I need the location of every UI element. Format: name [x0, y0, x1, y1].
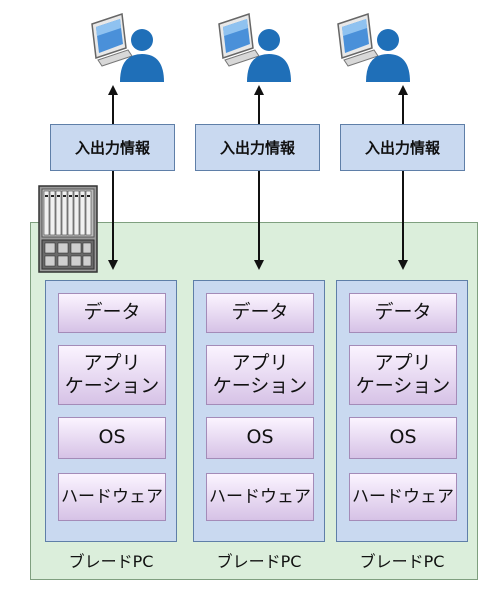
blade-pc-label: ブレードPC: [216, 552, 302, 571]
user-computer-icon: [211, 10, 296, 86]
io-info-box: 入出力情報: [340, 124, 465, 171]
hardware-layer: ハードウェア: [206, 473, 314, 521]
application-layer: アプリケーション: [349, 345, 457, 405]
blade-pc-label: ブレードPC: [359, 552, 445, 571]
application-layer: アプリケーション: [206, 345, 314, 405]
os-layer: OS: [349, 417, 457, 459]
hardware-layer: ハードウェア: [58, 473, 166, 521]
io-info-box: 入出力情報: [50, 124, 175, 171]
application-layer: アプリケーション: [58, 345, 166, 405]
blade-server-icon: [38, 185, 98, 273]
blade-pc-column: データ アプリケーション OS ハードウェア: [336, 280, 468, 542]
os-layer: OS: [206, 417, 314, 459]
io-info-box: 入出力情報: [195, 124, 320, 171]
os-layer: OS: [58, 417, 166, 459]
data-layer: データ: [206, 293, 314, 333]
blade-pc-column: データ アプリケーション OS ハードウェア: [45, 280, 177, 542]
user-computer-icon: [330, 10, 415, 86]
hardware-layer: ハードウェア: [349, 473, 457, 521]
user-computer-icon: [84, 10, 169, 86]
blade-pc-label: ブレードPC: [68, 552, 154, 571]
data-layer: データ: [349, 293, 457, 333]
data-layer: データ: [58, 293, 166, 333]
blade-pc-column: データ アプリケーション OS ハードウェア: [193, 280, 325, 542]
